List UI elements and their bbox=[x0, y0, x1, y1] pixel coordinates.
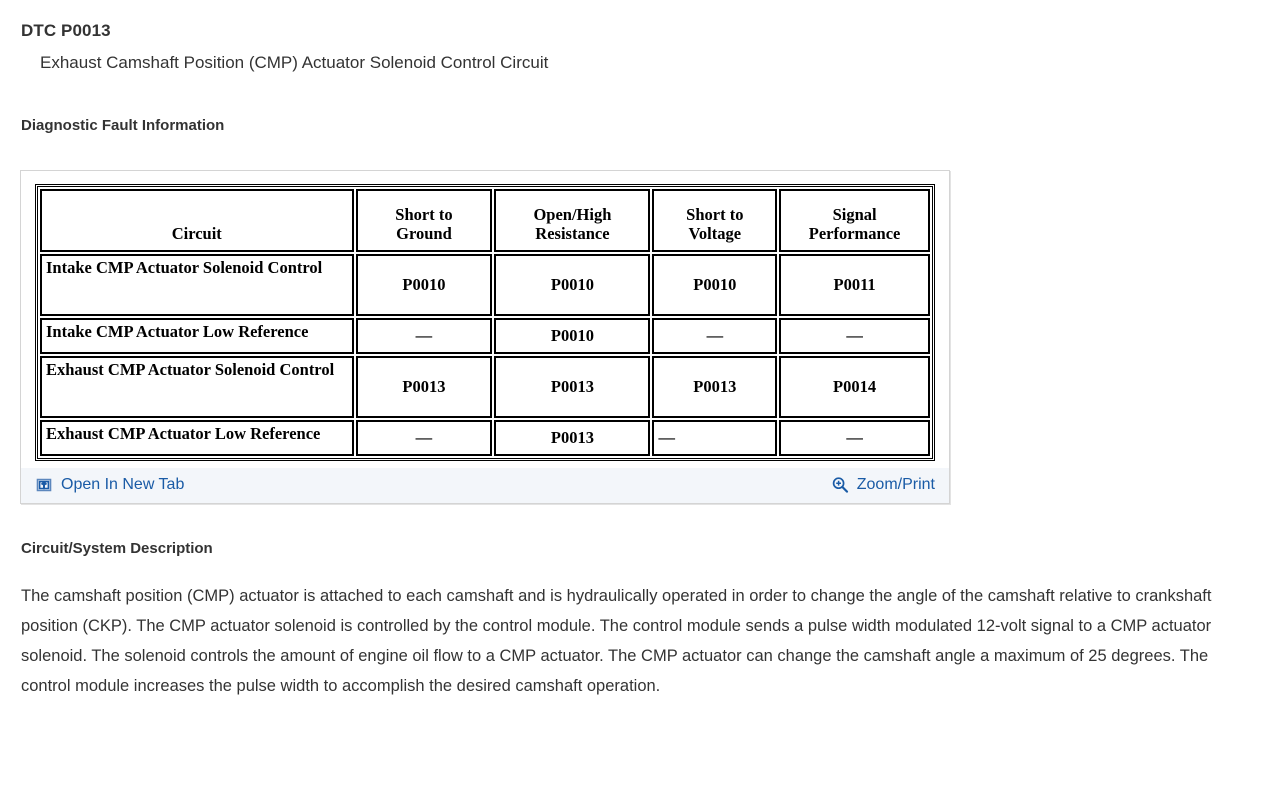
column-header-open-high-resistance-line2: Resistance bbox=[535, 224, 610, 244]
open-in-new-tab-label: Open In New Tab bbox=[61, 476, 185, 493]
cell-circuit: Intake CMP Actuator Solenoid Control bbox=[40, 254, 354, 316]
open-in-new-tab-icon bbox=[35, 476, 53, 494]
cell-open-high-resistance: P0010 bbox=[494, 318, 651, 354]
cell-short-to-ground: P0010 bbox=[355, 254, 493, 316]
figure-toolbar: Open In New Tab Zoom/Print bbox=[21, 467, 949, 503]
section-heading-circuit-system-description: Circuit/System Description bbox=[21, 540, 213, 557]
column-header-short-to-voltage-line1: Short to bbox=[686, 205, 744, 225]
zoom-print-label: Zoom/Print bbox=[856, 476, 935, 493]
column-header-short-to-ground: Short to Ground bbox=[355, 189, 493, 252]
cell-signal-performance: — bbox=[779, 318, 930, 354]
zoom-print-button[interactable]: Zoom/Print bbox=[831, 476, 935, 494]
table-header: Circuit Short to Ground Open/High Resist… bbox=[40, 189, 930, 252]
column-header-signal-performance: Signal Performance bbox=[779, 189, 930, 252]
table-row: Intake CMP Actuator Low Reference — P001… bbox=[40, 318, 930, 354]
cell-open-high-resistance: P0010 bbox=[494, 254, 651, 316]
cell-circuit: Exhaust CMP Actuator Solenoid Control bbox=[40, 356, 354, 418]
column-header-circuit: Circuit bbox=[40, 189, 354, 252]
column-header-short-to-ground-line2: Ground bbox=[396, 224, 452, 244]
cell-signal-performance: — bbox=[779, 420, 930, 456]
column-header-open-high-resistance: Open/High Resistance bbox=[494, 189, 651, 252]
column-header-short-to-ground-line1: Short to bbox=[395, 205, 453, 225]
dtc-description: Exhaust Camshaft Position (CMP) Actuator… bbox=[40, 53, 549, 72]
cell-signal-performance: P0014 bbox=[779, 356, 930, 418]
column-header-short-to-voltage-line2: Voltage bbox=[688, 224, 742, 244]
page-title: DTC P0013 bbox=[21, 21, 111, 40]
cell-circuit: Intake CMP Actuator Low Reference bbox=[40, 318, 354, 354]
table-row: Intake CMP Actuator Solenoid Control P00… bbox=[40, 254, 930, 316]
table-header-row: Circuit Short to Ground Open/High Resist… bbox=[40, 189, 930, 252]
cell-open-high-resistance: P0013 bbox=[494, 356, 651, 418]
table-row: Exhaust CMP Actuator Low Reference — P00… bbox=[40, 420, 930, 456]
circuit-system-description-paragraph: The camshaft position (CMP) actuator is … bbox=[21, 587, 1212, 695]
cell-open-high-resistance: P0013 bbox=[494, 420, 651, 456]
cell-short-to-ground: — bbox=[355, 318, 493, 354]
cell-short-to-voltage: — bbox=[652, 318, 778, 354]
column-header-signal-performance-line2: Performance bbox=[808, 224, 901, 244]
column-header-signal-performance-line1: Signal bbox=[832, 205, 877, 225]
column-header-open-high-resistance-line1: Open/High bbox=[533, 205, 612, 225]
section-heading-diagnostic-fault-information: Diagnostic Fault Information bbox=[21, 117, 225, 134]
open-in-new-tab-button[interactable]: Open In New Tab bbox=[35, 476, 184, 494]
cell-short-to-voltage: — bbox=[652, 420, 778, 456]
cell-circuit: Exhaust CMP Actuator Low Reference bbox=[40, 420, 354, 456]
column-header-short-to-voltage: Short to Voltage bbox=[652, 189, 778, 252]
cell-short-to-voltage: P0010 bbox=[652, 254, 778, 316]
cell-short-to-ground: P0013 bbox=[355, 356, 493, 418]
service-manual-page: DTC P0013 Exhaust Camshaft Position (CMP… bbox=[20, 21, 1212, 695]
diagnostic-fault-table: Circuit Short to Ground Open/High Resist… bbox=[35, 184, 935, 461]
figure-image-area: Circuit Short to Ground Open/High Resist… bbox=[21, 171, 949, 467]
magnifier-plus-icon bbox=[831, 476, 849, 494]
cell-signal-performance: P0011 bbox=[779, 254, 930, 316]
table-row: Exhaust CMP Actuator Solenoid Control P0… bbox=[40, 356, 930, 418]
cell-short-to-voltage: P0013 bbox=[652, 356, 778, 418]
table-body: Intake CMP Actuator Solenoid Control P00… bbox=[40, 254, 930, 456]
diagnostic-fault-figure: Circuit Short to Ground Open/High Resist… bbox=[20, 170, 950, 504]
cell-short-to-ground: — bbox=[355, 420, 493, 456]
